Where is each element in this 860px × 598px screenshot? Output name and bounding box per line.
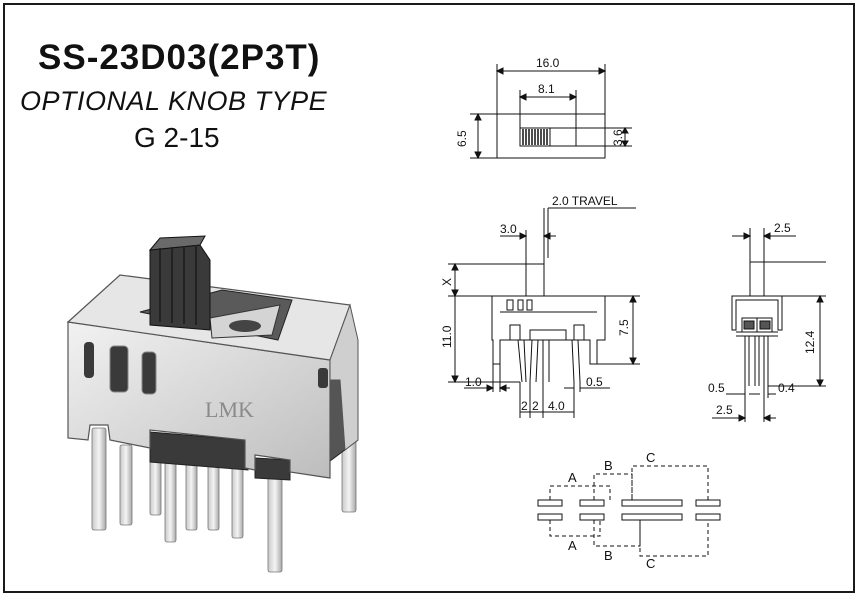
switch-illustration: LMK	[66, 235, 359, 573]
dim-overall-height: 11.0	[440, 325, 454, 348]
metal-cover	[67, 321, 331, 479]
dim-side-height: 12.4	[803, 330, 817, 354]
dim-pin-gap: 0.4	[778, 381, 795, 395]
dim-side-knob-width: 2.5	[774, 221, 791, 235]
circuit-schematic	[537, 465, 721, 557]
dim-overall-width: 16.0	[536, 56, 560, 70]
dim-pitch-2: 2	[532, 399, 539, 413]
model-title: SS-23D03(2P3T)	[38, 38, 321, 77]
knob-type-note: OPTIONAL KNOB TYPE	[20, 86, 328, 116]
schematic-contacts	[537, 499, 721, 521]
dim-knob-height-x: X	[440, 278, 454, 286]
dim-left-offset: 1.0	[465, 375, 482, 389]
drawing-frame	[3, 3, 855, 593]
dim-pin-pitch: 2.5	[716, 403, 733, 417]
schematic-label-b-top: B	[604, 458, 613, 473]
series-code: G 2-15	[134, 122, 220, 153]
dim-pin-width: 0.5	[708, 381, 725, 395]
brand-stamp: LMK	[205, 397, 254, 422]
side-view	[712, 228, 826, 422]
dim-knob-height: 3.6	[611, 129, 625, 146]
dim-top-height: 6.5	[455, 130, 469, 147]
dim-pitch-3: 4.0	[548, 399, 565, 413]
schematic-label-a-top: A	[568, 470, 577, 485]
top-view	[470, 64, 632, 160]
dim-knob-width: 3.0	[500, 222, 517, 236]
dim-pitch-1: 2	[521, 399, 528, 413]
dim-body-height: 7.5	[617, 319, 631, 336]
schematic-label-c-bottom: C	[646, 556, 655, 571]
dim-travel: 2.0 TRAVEL	[552, 194, 618, 208]
schematic-label-c-top: C	[646, 450, 655, 465]
dim-right-offset: 0.5	[586, 375, 603, 389]
schematic-label-a-bottom: A	[568, 538, 577, 553]
slider-knob	[148, 235, 211, 331]
dim-slot-width: 8.1	[538, 82, 555, 96]
schematic-label-b-bottom: B	[604, 548, 613, 563]
front-view	[448, 207, 640, 418]
switch-base	[149, 431, 249, 471]
schematic-links	[549, 465, 709, 557]
